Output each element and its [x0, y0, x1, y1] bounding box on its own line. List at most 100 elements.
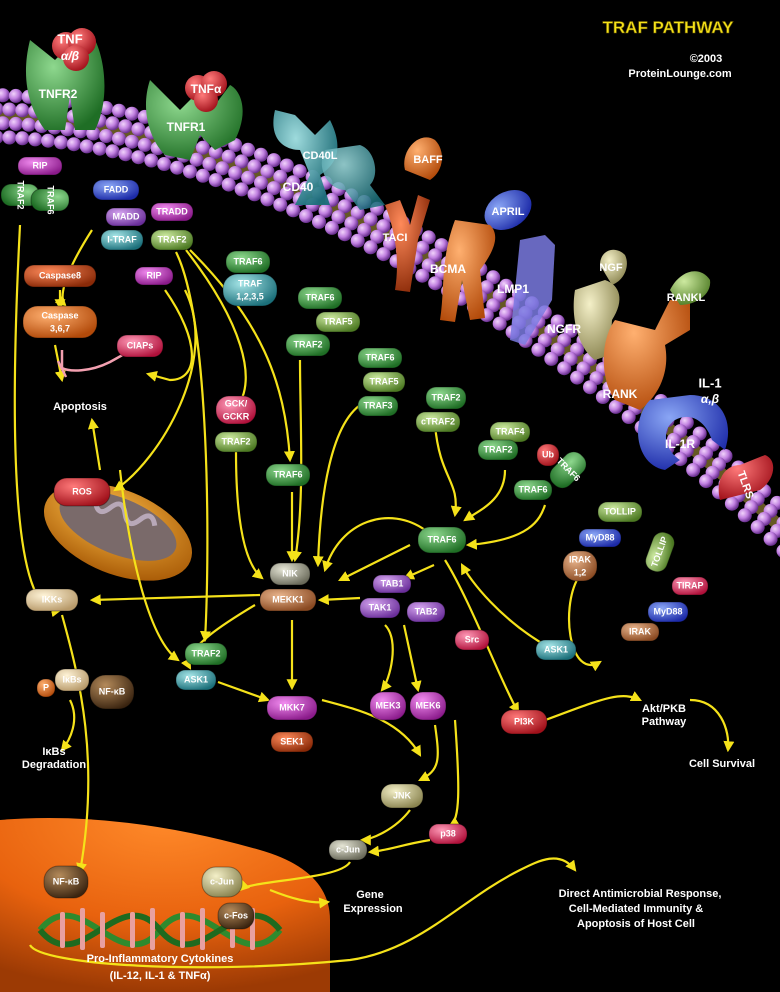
- node-traf5-b: TRAF5: [362, 371, 406, 393]
- node-label: GCK/: [225, 398, 248, 408]
- node-label: MEK6: [415, 700, 440, 710]
- node-label: NF-κB: [53, 876, 80, 886]
- node-label: JNK: [393, 790, 412, 800]
- arrow: [402, 563, 435, 580]
- node-traf2-c: TRAF2: [285, 333, 331, 357]
- node-traf2-e: TRAF2: [477, 439, 519, 461]
- label-ngfr: NGFR: [547, 322, 581, 336]
- node-label: IKKs: [42, 594, 63, 604]
- baff-ligand: [404, 137, 442, 180]
- node-label: Src: [465, 634, 480, 644]
- node-tab1: TAB1: [372, 574, 412, 594]
- outcome-labels: Apoptosis IκBs Degradation Akt/PKB Pathw…: [22, 401, 755, 982]
- arrow: [418, 724, 439, 781]
- node-jnk: JNK: [380, 783, 424, 809]
- april-ligand: [484, 190, 532, 230]
- site-name: ProteinLounge.com: [628, 68, 732, 80]
- node-ciaps: CIAPs: [116, 334, 164, 358]
- node-label: TRAF6: [366, 352, 395, 362]
- node-label: TRAF6: [519, 484, 548, 494]
- node-ub: Ub: [536, 443, 560, 467]
- outcome-cell-survival: Cell Survival: [689, 758, 755, 770]
- node-traf6-a: TRAF6: [30, 186, 70, 215]
- outcome-akt-2: Pathway: [642, 716, 688, 728]
- node-label: ASK1: [184, 674, 208, 684]
- node-label: TRAF6: [234, 256, 263, 266]
- lmp1-protein: [510, 235, 555, 345]
- node-nfkb-b: NF-κB: [43, 865, 89, 899]
- node-ikks: IKKs: [25, 588, 79, 612]
- node-label: TAB1: [381, 578, 404, 588]
- node-label: TRAF6: [428, 534, 457, 544]
- arrow: [145, 289, 193, 382]
- node-traf6-f: TRAF6: [513, 479, 553, 501]
- node-cjun-a: c-Jun: [328, 839, 368, 861]
- node-ask1-b: ASK1: [175, 669, 217, 691]
- node-label: P: [43, 682, 49, 692]
- node-label: FADD: [104, 184, 129, 194]
- node-cjun-b: c-Jun: [201, 866, 243, 898]
- node-fadd: FADD: [92, 179, 140, 201]
- node-label: TIRAP: [677, 580, 704, 590]
- node-myd88-a: MyD88: [578, 528, 622, 548]
- node-label: MKK7: [279, 702, 305, 712]
- label-lmp1: LMP1: [497, 282, 529, 296]
- header: TRAF PATHWAY ©2003 ProteinLounge.com: [602, 18, 734, 80]
- node-rip1: RIP: [17, 156, 63, 176]
- node-gckr-1: GCK/GCKR: [215, 395, 257, 425]
- node-traf2-d: TRAF2: [425, 386, 467, 410]
- node-rip2: RIP: [134, 266, 174, 286]
- node-caspase367-1: Caspase 3,6,7: [22, 305, 98, 339]
- label-tnfr1: TNFR1: [167, 120, 206, 134]
- label-cd40: CD40: [283, 180, 314, 194]
- node-label: MyD88: [585, 532, 614, 542]
- node-label: TOLLIP: [604, 506, 636, 516]
- node-nfkb-a: NF-κB: [89, 674, 135, 710]
- node-label: TRAF5: [324, 316, 353, 326]
- arrow: [448, 719, 461, 828]
- node-tradd: TRADD: [150, 202, 194, 222]
- outcome-ikbs-deg-2: Degradation: [22, 759, 86, 771]
- node-nik: NIK: [269, 562, 311, 586]
- node-traf6-e: TRAF6: [549, 451, 587, 489]
- node-label: TAB2: [415, 606, 438, 616]
- outcome-akt-1: Akt/PKB: [642, 703, 686, 715]
- arrow: [217, 680, 271, 703]
- arrow: [460, 563, 551, 649]
- arrow: [89, 593, 261, 606]
- node-traf2-g: TRAF2: [184, 642, 228, 666]
- node-traf3: TRAF3: [357, 395, 399, 417]
- node-label: NIK: [282, 568, 298, 578]
- node-tab2: TAB2: [406, 601, 446, 623]
- arrow: [359, 809, 411, 846]
- node-label-line2: 1,2: [574, 567, 587, 577]
- node-label: TRAF3: [364, 400, 393, 410]
- node-label: TRAF6: [274, 469, 303, 479]
- node-label: ASK1: [544, 644, 568, 654]
- node-pi3k: PI3K: [500, 709, 548, 735]
- arrow: [539, 691, 642, 724]
- node-label: TRAF: [238, 278, 262, 288]
- node-mek6: MEK6: [409, 691, 447, 721]
- node-label-line2: 3,6,7: [50, 323, 70, 333]
- node-mkk7: MKK7: [266, 695, 318, 721]
- node-label: TRAF6: [306, 292, 335, 302]
- node-label: Caspase: [41, 310, 78, 320]
- node-p: P: [36, 678, 56, 698]
- arrow: [433, 424, 462, 518]
- label-il1r: IL-1R: [665, 437, 695, 451]
- node-tollip-a: TOLLIP: [597, 501, 643, 523]
- node-label: RIP: [32, 160, 47, 170]
- node-irak: IRAK: [620, 622, 660, 642]
- outcome-cytokines-1: Pro-Inflammatory Cytokines: [87, 953, 234, 965]
- node-label: SEK1: [280, 736, 304, 746]
- node-p38: p38: [428, 823, 468, 845]
- node-traf2-a: TRAF2: [0, 181, 40, 210]
- rank-receptor: [603, 300, 690, 410]
- node-ask1-a: ASK1: [535, 639, 577, 661]
- label-ngf: NGF: [599, 262, 623, 274]
- node-traf5-a: TRAF5: [315, 311, 361, 333]
- arrow: [689, 698, 735, 753]
- arrow: [291, 359, 303, 563]
